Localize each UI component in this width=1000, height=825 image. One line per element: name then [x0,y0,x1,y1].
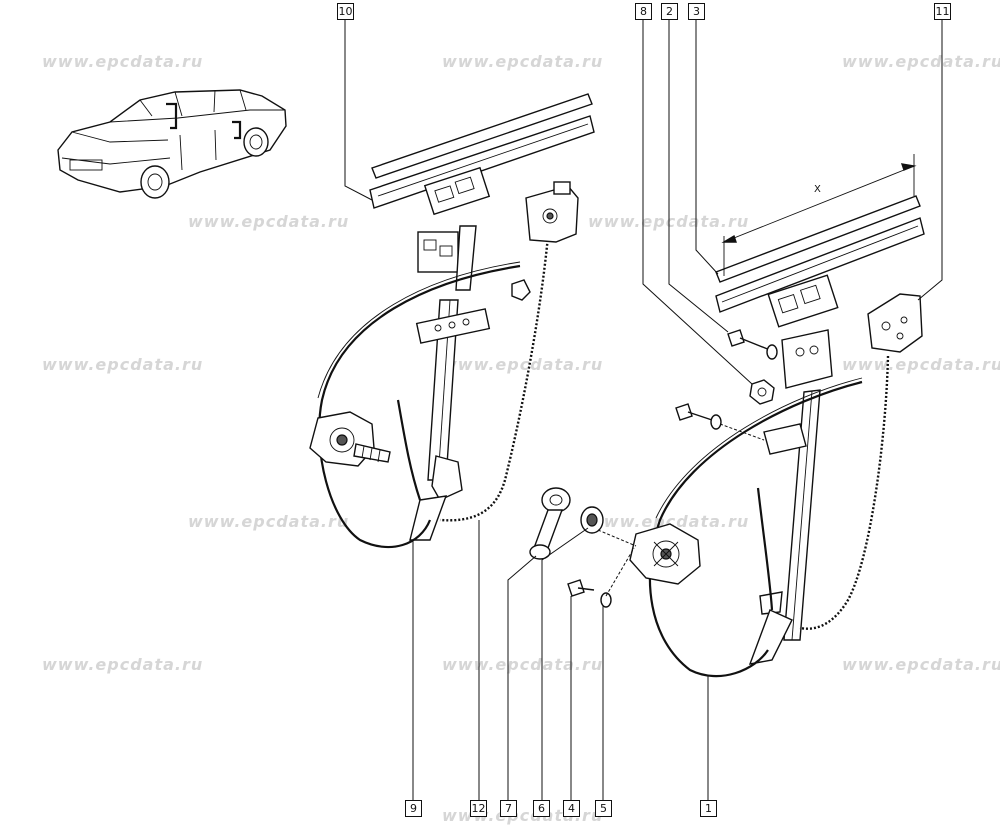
callout-2: 2 [661,3,678,20]
bolt-upper-right [727,329,778,360]
handle-escutcheon [580,506,604,534]
callout-1: 1 [700,800,717,817]
watermark: www.epcdata.ru [42,52,204,71]
callout-5: 5 [595,800,612,817]
glass-channel-left [369,93,595,216]
sedan-car-icon [57,89,287,199]
washer [600,592,612,608]
callout-9: 9 [405,800,422,817]
callout-4: 4 [563,800,580,817]
glass-channel-right [715,195,925,328]
watermark: www.epcdata.ru [188,512,350,531]
rear-guide-bracket-left [525,181,579,243]
watermark: www.epcdata.ru [842,52,1000,71]
nut [749,379,775,405]
watermark: www.epcdata.ru [588,512,750,531]
callout-12: 12 [470,800,487,817]
window-regulator-right [648,329,890,678]
callout-3: 3 [688,3,705,20]
watermark: www.epcdata.ru [442,52,604,71]
callout-11: 11 [934,3,951,20]
watermark: www.epcdata.ru [188,212,350,231]
callout-7: 7 [500,800,517,817]
bolt-lower-right [675,403,722,430]
watermark: www.epcdata.ru [588,212,750,231]
callout-10: 10 [337,3,354,20]
mounting-bolt [567,579,595,597]
watermark: www.epcdata.ru [442,655,604,674]
watermark: www.epcdata.ru [42,355,204,374]
window-crank-handle [529,487,571,560]
rear-guide-bracket-right [867,293,923,353]
regulator-crank-mechanism-left [309,411,391,467]
window-regulator-left [317,225,550,549]
door-position-marker-icon [166,102,242,140]
dimension-label: X [814,184,821,195]
callout-6: 6 [533,800,550,817]
callout-8: 8 [635,3,652,20]
cable-clip-left [511,279,531,301]
regulator-crank-mechanism-right [629,523,701,585]
watermark: www.epcdata.ru [842,655,1000,674]
watermark: www.epcdata.ru [442,355,604,374]
leader-lines [344,20,943,800]
dimension-arrow [721,154,917,276]
watermark: www.epcdata.ru [42,655,204,674]
watermark: www.epcdata.ru [842,355,1000,374]
